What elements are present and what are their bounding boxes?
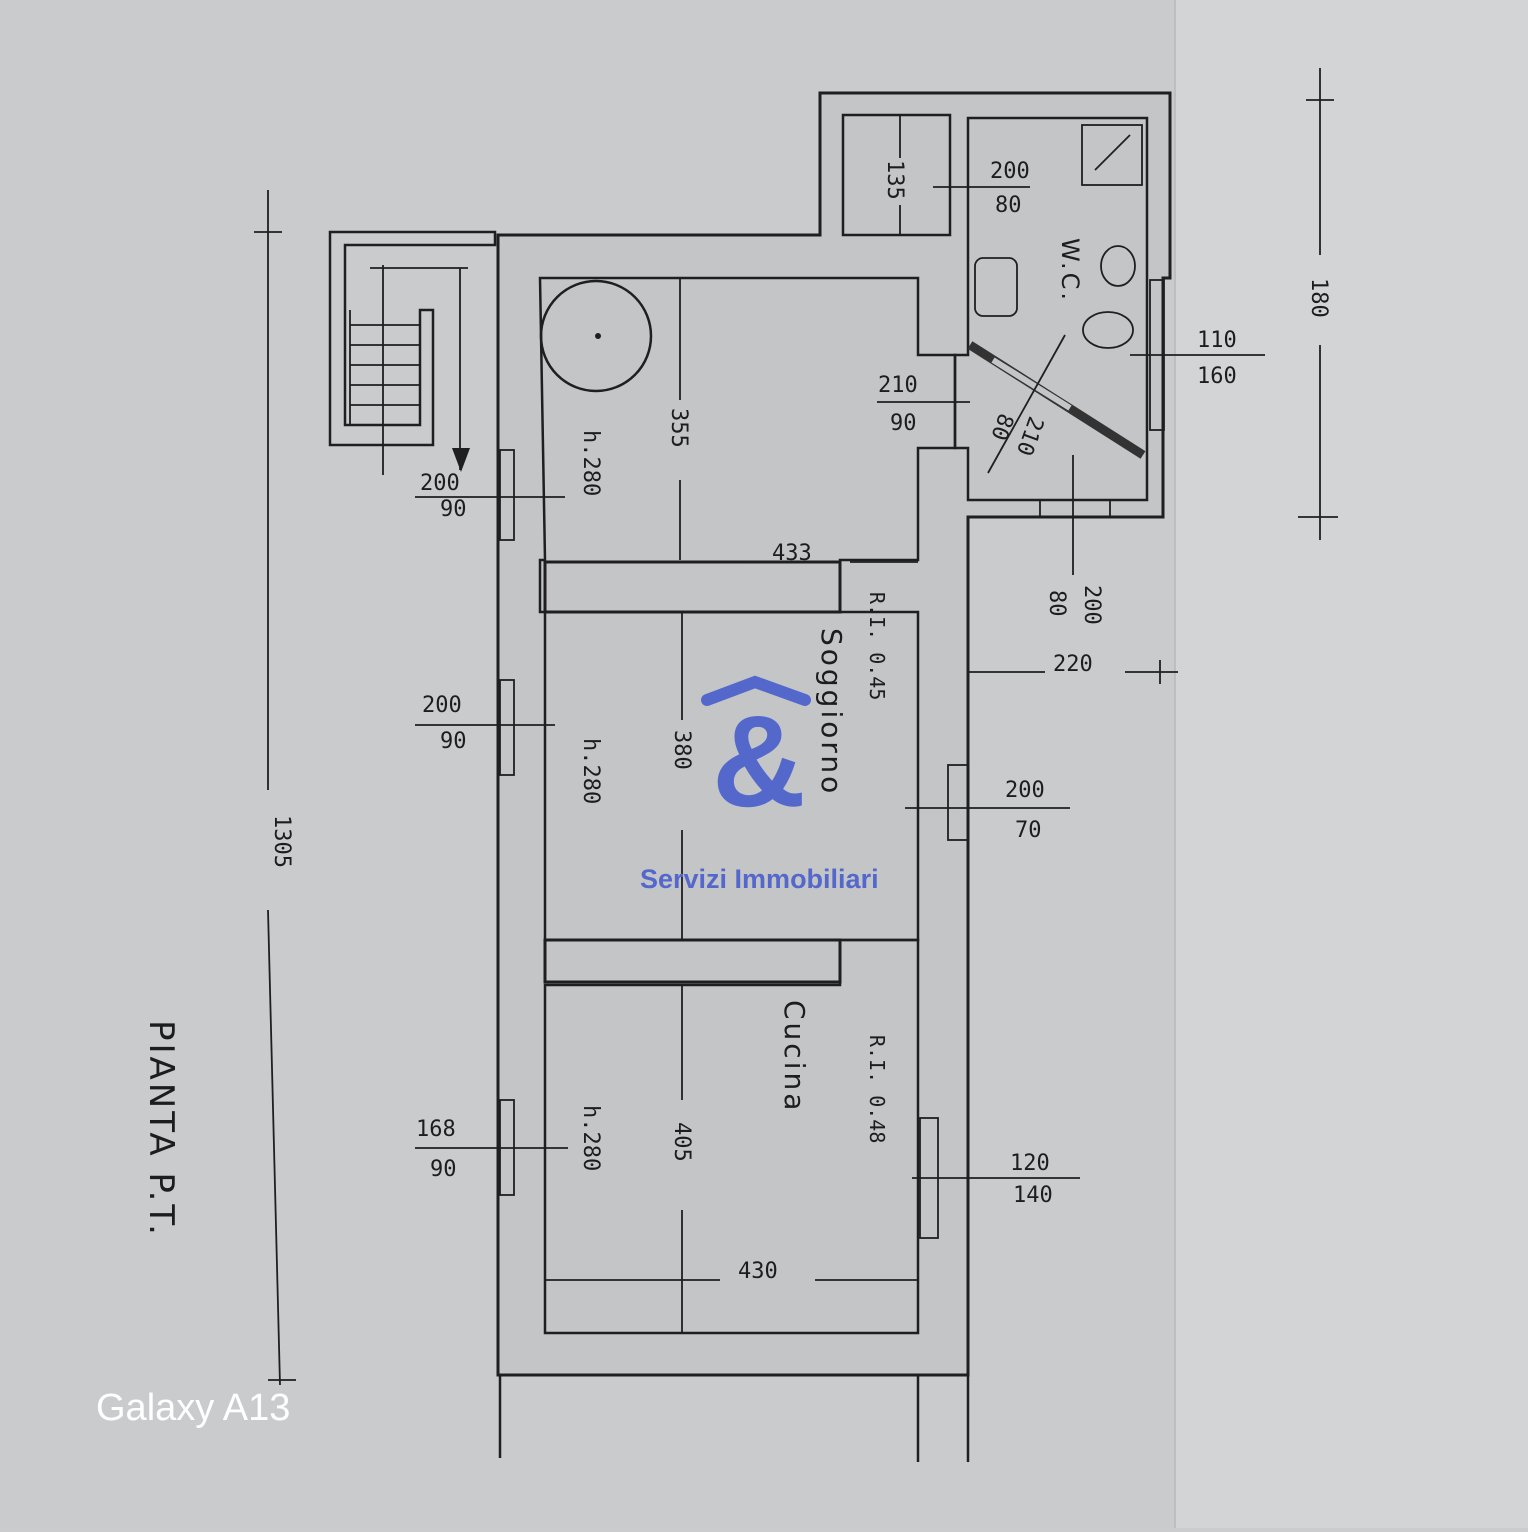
bidet-icon xyxy=(1082,311,1134,349)
dimension-lines xyxy=(254,68,1338,1386)
ri-label-top: R.I. 0.45 xyxy=(865,592,889,700)
svg-text:160: 160 xyxy=(1197,364,1237,389)
svg-text:210: 210 xyxy=(878,373,918,398)
svg-text:200: 200 xyxy=(1079,585,1104,625)
dim-room1-depth: 355 xyxy=(666,408,691,448)
fixtures xyxy=(539,124,1143,393)
svg-text:110: 110 xyxy=(1197,328,1237,353)
toilet-icon xyxy=(1100,245,1136,287)
svg-text:80: 80 xyxy=(995,193,1022,218)
dim-closet: 135 xyxy=(882,160,907,200)
building-walls xyxy=(496,91,1172,1462)
room-label-kitchen: Cucina xyxy=(778,1000,811,1113)
staircase xyxy=(328,230,497,475)
arrow-down-icon xyxy=(452,448,470,472)
svg-text:200: 200 xyxy=(1005,778,1045,803)
svg-text:200: 200 xyxy=(422,693,462,718)
svg-text:90: 90 xyxy=(890,411,917,436)
ri-label-bottom: R.I. 0.48 xyxy=(865,1035,889,1143)
height-label: h.280 xyxy=(578,1105,603,1171)
opening-label: 168 90 xyxy=(416,1117,457,1182)
opening-label: 200 70 xyxy=(1005,778,1045,843)
svg-text:200: 200 xyxy=(990,159,1030,184)
svg-text:200: 200 xyxy=(420,471,460,496)
dim-bath-depth: 180 xyxy=(1306,278,1331,318)
plan-labels: PIANTA P.T. Soggiorno Cucina W.C. h.280 … xyxy=(141,159,1331,1284)
height-label: h.280 xyxy=(578,738,603,804)
svg-text:80: 80 xyxy=(1044,590,1069,617)
round-table-icon xyxy=(539,279,653,393)
dim-total-length: 1305 xyxy=(269,815,294,868)
opening-label: 200 80 xyxy=(1044,585,1104,625)
svg-text:168: 168 xyxy=(416,1117,456,1142)
height-label: h.280 xyxy=(578,430,603,496)
dim-side: 220 xyxy=(1053,652,1093,677)
opening-label: 210 90 xyxy=(878,373,918,436)
dim-room3-depth: 405 xyxy=(669,1122,694,1162)
dim-room1-width: 433 xyxy=(772,541,812,566)
camera-watermark: Galaxy A13 xyxy=(96,1387,290,1429)
watermark-brand: Servizi Immobiliari xyxy=(640,864,879,894)
sink-icon xyxy=(974,257,1018,317)
room-label-bathroom: W.C. xyxy=(1056,238,1084,303)
dim-room3-width: 430 xyxy=(738,1259,778,1284)
svg-text:70: 70 xyxy=(1015,818,1042,843)
svg-text:120: 120 xyxy=(1010,1151,1050,1176)
svg-text:90: 90 xyxy=(440,729,467,754)
dim-room2-depth: 380 xyxy=(669,730,694,770)
svg-text:90: 90 xyxy=(440,497,467,522)
svg-text:140: 140 xyxy=(1013,1183,1053,1208)
house-roof-icon xyxy=(701,675,811,706)
watermark-logo: & Servizi Immobiliari xyxy=(640,675,879,894)
shower-icon xyxy=(1081,124,1143,186)
svg-text:90: 90 xyxy=(430,1157,457,1182)
room-label-living: Soggiorno xyxy=(815,628,848,796)
watermark-symbol: & xyxy=(712,688,806,834)
plan-title: PIANTA P.T. xyxy=(141,1020,181,1238)
